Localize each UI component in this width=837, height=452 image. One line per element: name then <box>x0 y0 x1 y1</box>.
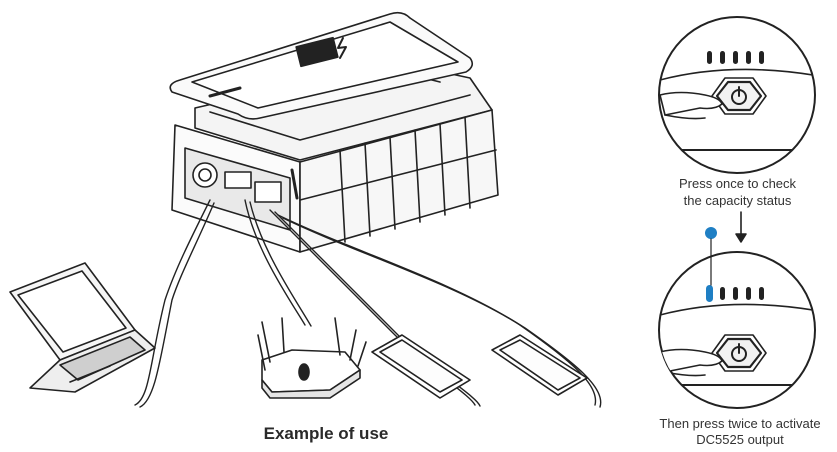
hand-icon <box>659 91 723 116</box>
step1-caption: Press once to check the capacity status <box>655 175 820 209</box>
phone-icon <box>371 334 471 399</box>
example-caption: Example of use <box>263 424 389 443</box>
power-bank-icon <box>171 61 499 253</box>
step2-line1: Then press twice to activate <box>659 416 821 431</box>
step2-detail <box>658 251 816 409</box>
phone-icon <box>169 11 474 120</box>
router-icon <box>257 317 367 399</box>
step2-line2: DC5525 output <box>696 432 784 447</box>
phone-icon <box>491 334 588 396</box>
step1-detail <box>658 16 816 174</box>
laptop-icon <box>9 262 156 393</box>
led-indicator-icon <box>706 285 713 302</box>
step1-line1: Press once to check <box>678 176 797 191</box>
step2-caption: Then press twice to activate DC5525 outp… <box>648 416 832 448</box>
step1-line2: the capacity status <box>683 193 792 208</box>
hand-icon <box>659 348 723 373</box>
led-indicator-icon <box>707 51 764 64</box>
